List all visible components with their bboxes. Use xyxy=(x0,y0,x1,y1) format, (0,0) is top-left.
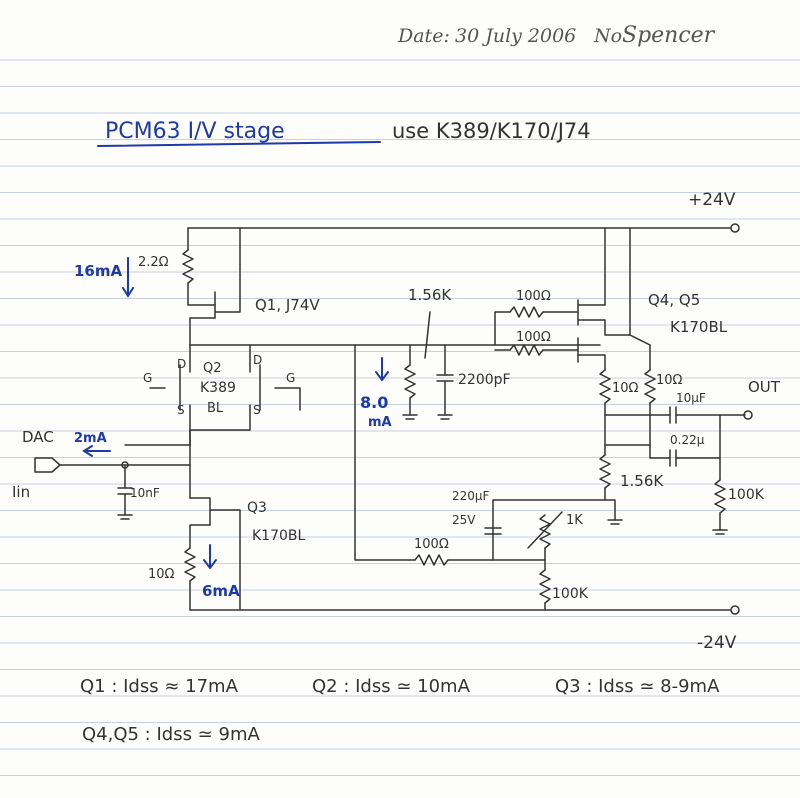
note-q2: Q2 : Idss ≃ 10mA xyxy=(312,676,471,697)
q45-name: Q4, Q5 xyxy=(648,291,700,309)
r-src2-label: 10Ω xyxy=(656,373,683,388)
q2-drain-left: D xyxy=(177,357,186,371)
q3-part: K170BL xyxy=(252,528,306,544)
q1-label: Q1, J74V xyxy=(255,296,320,314)
c-out-big-label: 10µF xyxy=(676,391,706,405)
r-fb-label: 1.56K xyxy=(620,472,664,490)
note-q3: Q3 : Idss ≃ 8-9mA xyxy=(555,676,720,697)
note-q45: Q4,Q5 : Idss ≃ 9mA xyxy=(82,724,260,745)
r-gate-bot-label: 100Ω xyxy=(516,330,551,345)
notes: Q1 : Idss ≈ 17mA Q2 : Idss ≃ 10mA Q3 : I… xyxy=(80,676,720,745)
c-bp-voltage: 25V xyxy=(452,513,476,527)
note-q1: Q1 : Idss ≈ 17mA xyxy=(80,676,239,697)
title-underline xyxy=(97,141,381,147)
q2-gate-right: G xyxy=(286,371,295,385)
title: PCM63 I/V stage use K389/K170/J74 xyxy=(97,119,591,147)
page-header: Date: 30 July 2006 No Spencer xyxy=(397,23,716,48)
r-gate-top-label: 100Ω xyxy=(516,289,551,304)
title-sub: use K389/K170/J74 xyxy=(392,119,591,143)
date-label: Date: xyxy=(397,25,450,47)
c-bp-label: 220µF xyxy=(452,489,490,503)
author-name: Spencer xyxy=(622,23,716,48)
output-port-label: OUT xyxy=(748,378,781,396)
r-top-label: 2.2Ω xyxy=(138,255,169,270)
mid-current-unit: mA xyxy=(368,415,392,430)
q2-name: Q2 xyxy=(203,361,222,376)
q2-source-left: S xyxy=(177,403,185,417)
r-bias-label: 1.56K xyxy=(408,286,452,304)
rail-positive-label: +24V xyxy=(688,190,736,210)
q1-current: 16mA xyxy=(74,262,123,280)
c-in-label: 10nF xyxy=(130,486,160,500)
date-value: 30 July 2006 xyxy=(455,25,576,47)
c-bias-label: 2200pF xyxy=(458,372,511,388)
title-main: PCM63 I/V stage xyxy=(105,119,285,144)
input-current-label: Iin xyxy=(12,483,30,501)
q2-source-right: S xyxy=(253,403,261,417)
r-out-label: 100K xyxy=(728,487,765,503)
q3-name: Q3 xyxy=(247,500,267,516)
q2-grade: BL xyxy=(207,401,224,416)
r-q3-label: 10Ω xyxy=(148,567,175,582)
q2-part: K389 xyxy=(200,380,236,396)
rail-negative-label: -24V xyxy=(697,633,737,653)
wiring xyxy=(34,223,753,615)
r-neg-label: 100K xyxy=(552,586,589,602)
r-mid-label: 100Ω xyxy=(414,537,449,552)
q2-gate-left: G xyxy=(143,371,152,385)
input-port-label: DAC xyxy=(22,428,54,446)
c-out-small-label: 0.22µ xyxy=(670,433,705,447)
labels: +24V -24V DAC Iin OUT Q1, J74V Q2 K389 B… xyxy=(12,190,781,653)
q3-current: 6mA xyxy=(202,582,240,600)
pot-label: 1K xyxy=(566,513,583,528)
q2-drain-right: D xyxy=(253,353,262,367)
r-src1-label: 10Ω xyxy=(612,381,639,396)
mid-current: 8.0 xyxy=(360,393,388,412)
no-label: No xyxy=(593,25,622,47)
q45-part: K170BL xyxy=(670,318,728,336)
dac-current: 2mA xyxy=(74,431,107,446)
